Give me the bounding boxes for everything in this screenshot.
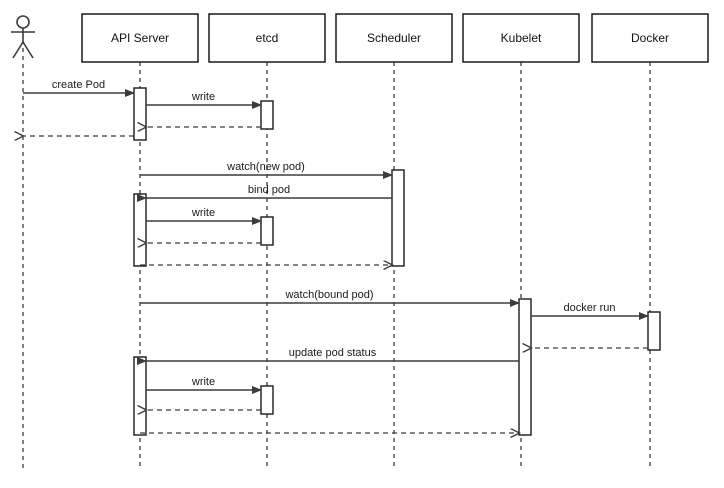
messages-layer: create Pod write watch(new pod) bind pod wri… xyxy=(23,79,649,433)
activation-bar-scheduler xyxy=(391,169,405,267)
message-label: write xyxy=(191,376,215,388)
activation-bar-docker xyxy=(647,311,661,351)
message-14: write xyxy=(146,376,262,394)
message-1: create Pod xyxy=(23,79,135,97)
participant-label: Scheduler xyxy=(367,31,421,45)
actor-figure xyxy=(11,15,35,59)
activation-bar-etcd xyxy=(260,100,274,130)
message-11: docker run xyxy=(531,302,649,320)
participant-heads-layer: API Server etcd Scheduler Kubelet Docker xyxy=(11,13,709,63)
message-label: docker run xyxy=(564,302,616,314)
message-13: update pod status xyxy=(137,347,519,365)
participant-label: API Server xyxy=(111,31,169,45)
message-6: bind pod xyxy=(137,184,392,202)
participant-box-apiserver[interactable]: API Server xyxy=(81,13,199,63)
message-label: bind pod xyxy=(248,184,290,196)
message-label: update pod status xyxy=(289,347,377,359)
message-label: create Pod xyxy=(52,79,105,91)
message-5: watch(new pod) xyxy=(140,161,393,179)
participant-box-rect xyxy=(462,13,580,63)
activation-bar-apiserver xyxy=(133,193,147,267)
activation-bar-etcd xyxy=(260,216,274,246)
message-label: write xyxy=(191,91,215,103)
message-10: watch(bound pod) xyxy=(140,289,520,307)
participant-box-rect xyxy=(591,13,709,63)
activation-bar-apiserver xyxy=(133,87,147,141)
message-7: write xyxy=(146,207,262,225)
message-label: write xyxy=(191,207,215,219)
participant-box-rect xyxy=(335,13,453,63)
message-label: watch(new pod) xyxy=(226,161,305,173)
activation-bar-apiserver xyxy=(133,356,147,436)
activation-bar-etcd xyxy=(260,385,274,415)
participant-box-kubelet[interactable]: Kubelet xyxy=(462,13,580,63)
participant-box-rect xyxy=(81,13,199,63)
lifelines-layer xyxy=(22,48,651,470)
activation-bars-layer xyxy=(133,87,661,436)
participant-box-rect xyxy=(208,13,326,63)
participant-box-etcd[interactable]: etcd xyxy=(208,13,326,63)
activation-bar-kubelet xyxy=(518,298,532,436)
participant-label: Docker xyxy=(631,31,669,45)
participant-label: Kubelet xyxy=(501,31,542,45)
message-label: watch(bound pod) xyxy=(284,289,373,301)
participant-box-scheduler[interactable]: Scheduler xyxy=(335,13,453,63)
participant-label: etcd xyxy=(256,31,279,45)
participant-box-docker[interactable]: Docker xyxy=(591,13,709,63)
message-2: write xyxy=(146,91,262,109)
